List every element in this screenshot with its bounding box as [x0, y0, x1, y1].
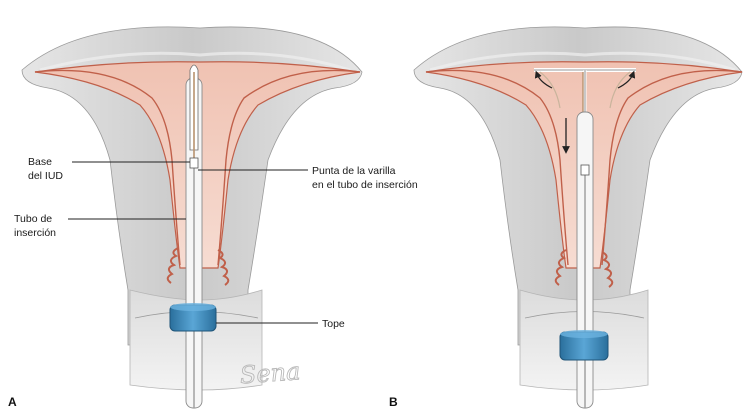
label-tope: Tope [322, 318, 345, 330]
panel-letter-b: B [389, 395, 398, 409]
panel-b [414, 27, 742, 408]
label-base-line1: Base [28, 156, 52, 168]
artist-signature: Sena [239, 357, 301, 389]
label-punta-line2: en el tubo de inserción [312, 179, 418, 191]
label-tubo-line2: inserción [14, 227, 56, 239]
label-punta-line1: Punta de la varilla [312, 165, 396, 177]
label-base-line2: del IUD [28, 170, 63, 182]
panel-letter-a: A [8, 395, 17, 409]
iud-base [190, 158, 198, 168]
panel-a [22, 27, 362, 408]
label-tubo-line1: Tubo de [14, 213, 52, 225]
